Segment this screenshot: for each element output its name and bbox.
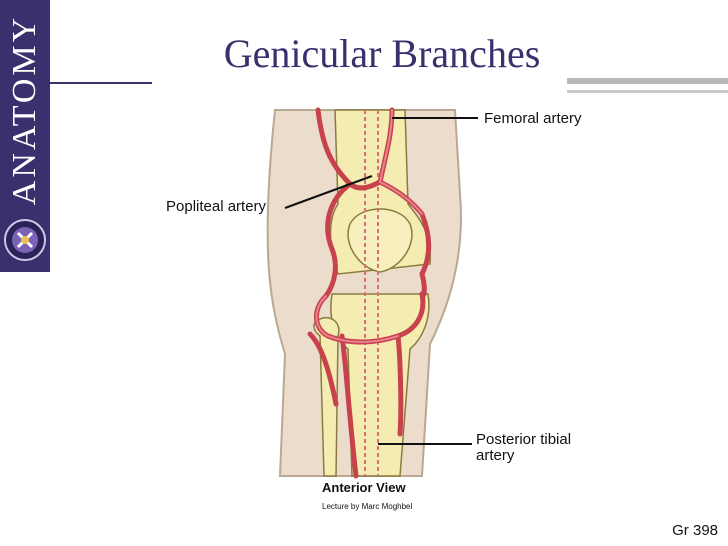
figure-credit: Lecture by Marc Moghbel xyxy=(322,502,413,511)
slide-title: Genicular Branches xyxy=(223,31,541,76)
label-popliteal-artery: Popliteal artery xyxy=(166,198,267,215)
label-posterior-tibial-line2: artery xyxy=(476,447,515,464)
title-underline-right xyxy=(567,78,728,84)
sidebar-brand-text: ANATOMY xyxy=(6,14,43,206)
title-underline-left xyxy=(50,82,152,84)
crest-logo-icon xyxy=(4,219,46,261)
page-reference: Gr 398 xyxy=(672,522,718,539)
label-femoral-artery: Femoral artery xyxy=(484,110,582,127)
label-posterior-tibial-line1: Posterior tibial xyxy=(476,431,572,448)
sidebar-banner: ANATOMY xyxy=(0,0,50,272)
title-underline-right-2 xyxy=(567,90,728,93)
figure-caption: Anterior View xyxy=(322,480,406,495)
knee-illustration xyxy=(266,107,478,479)
